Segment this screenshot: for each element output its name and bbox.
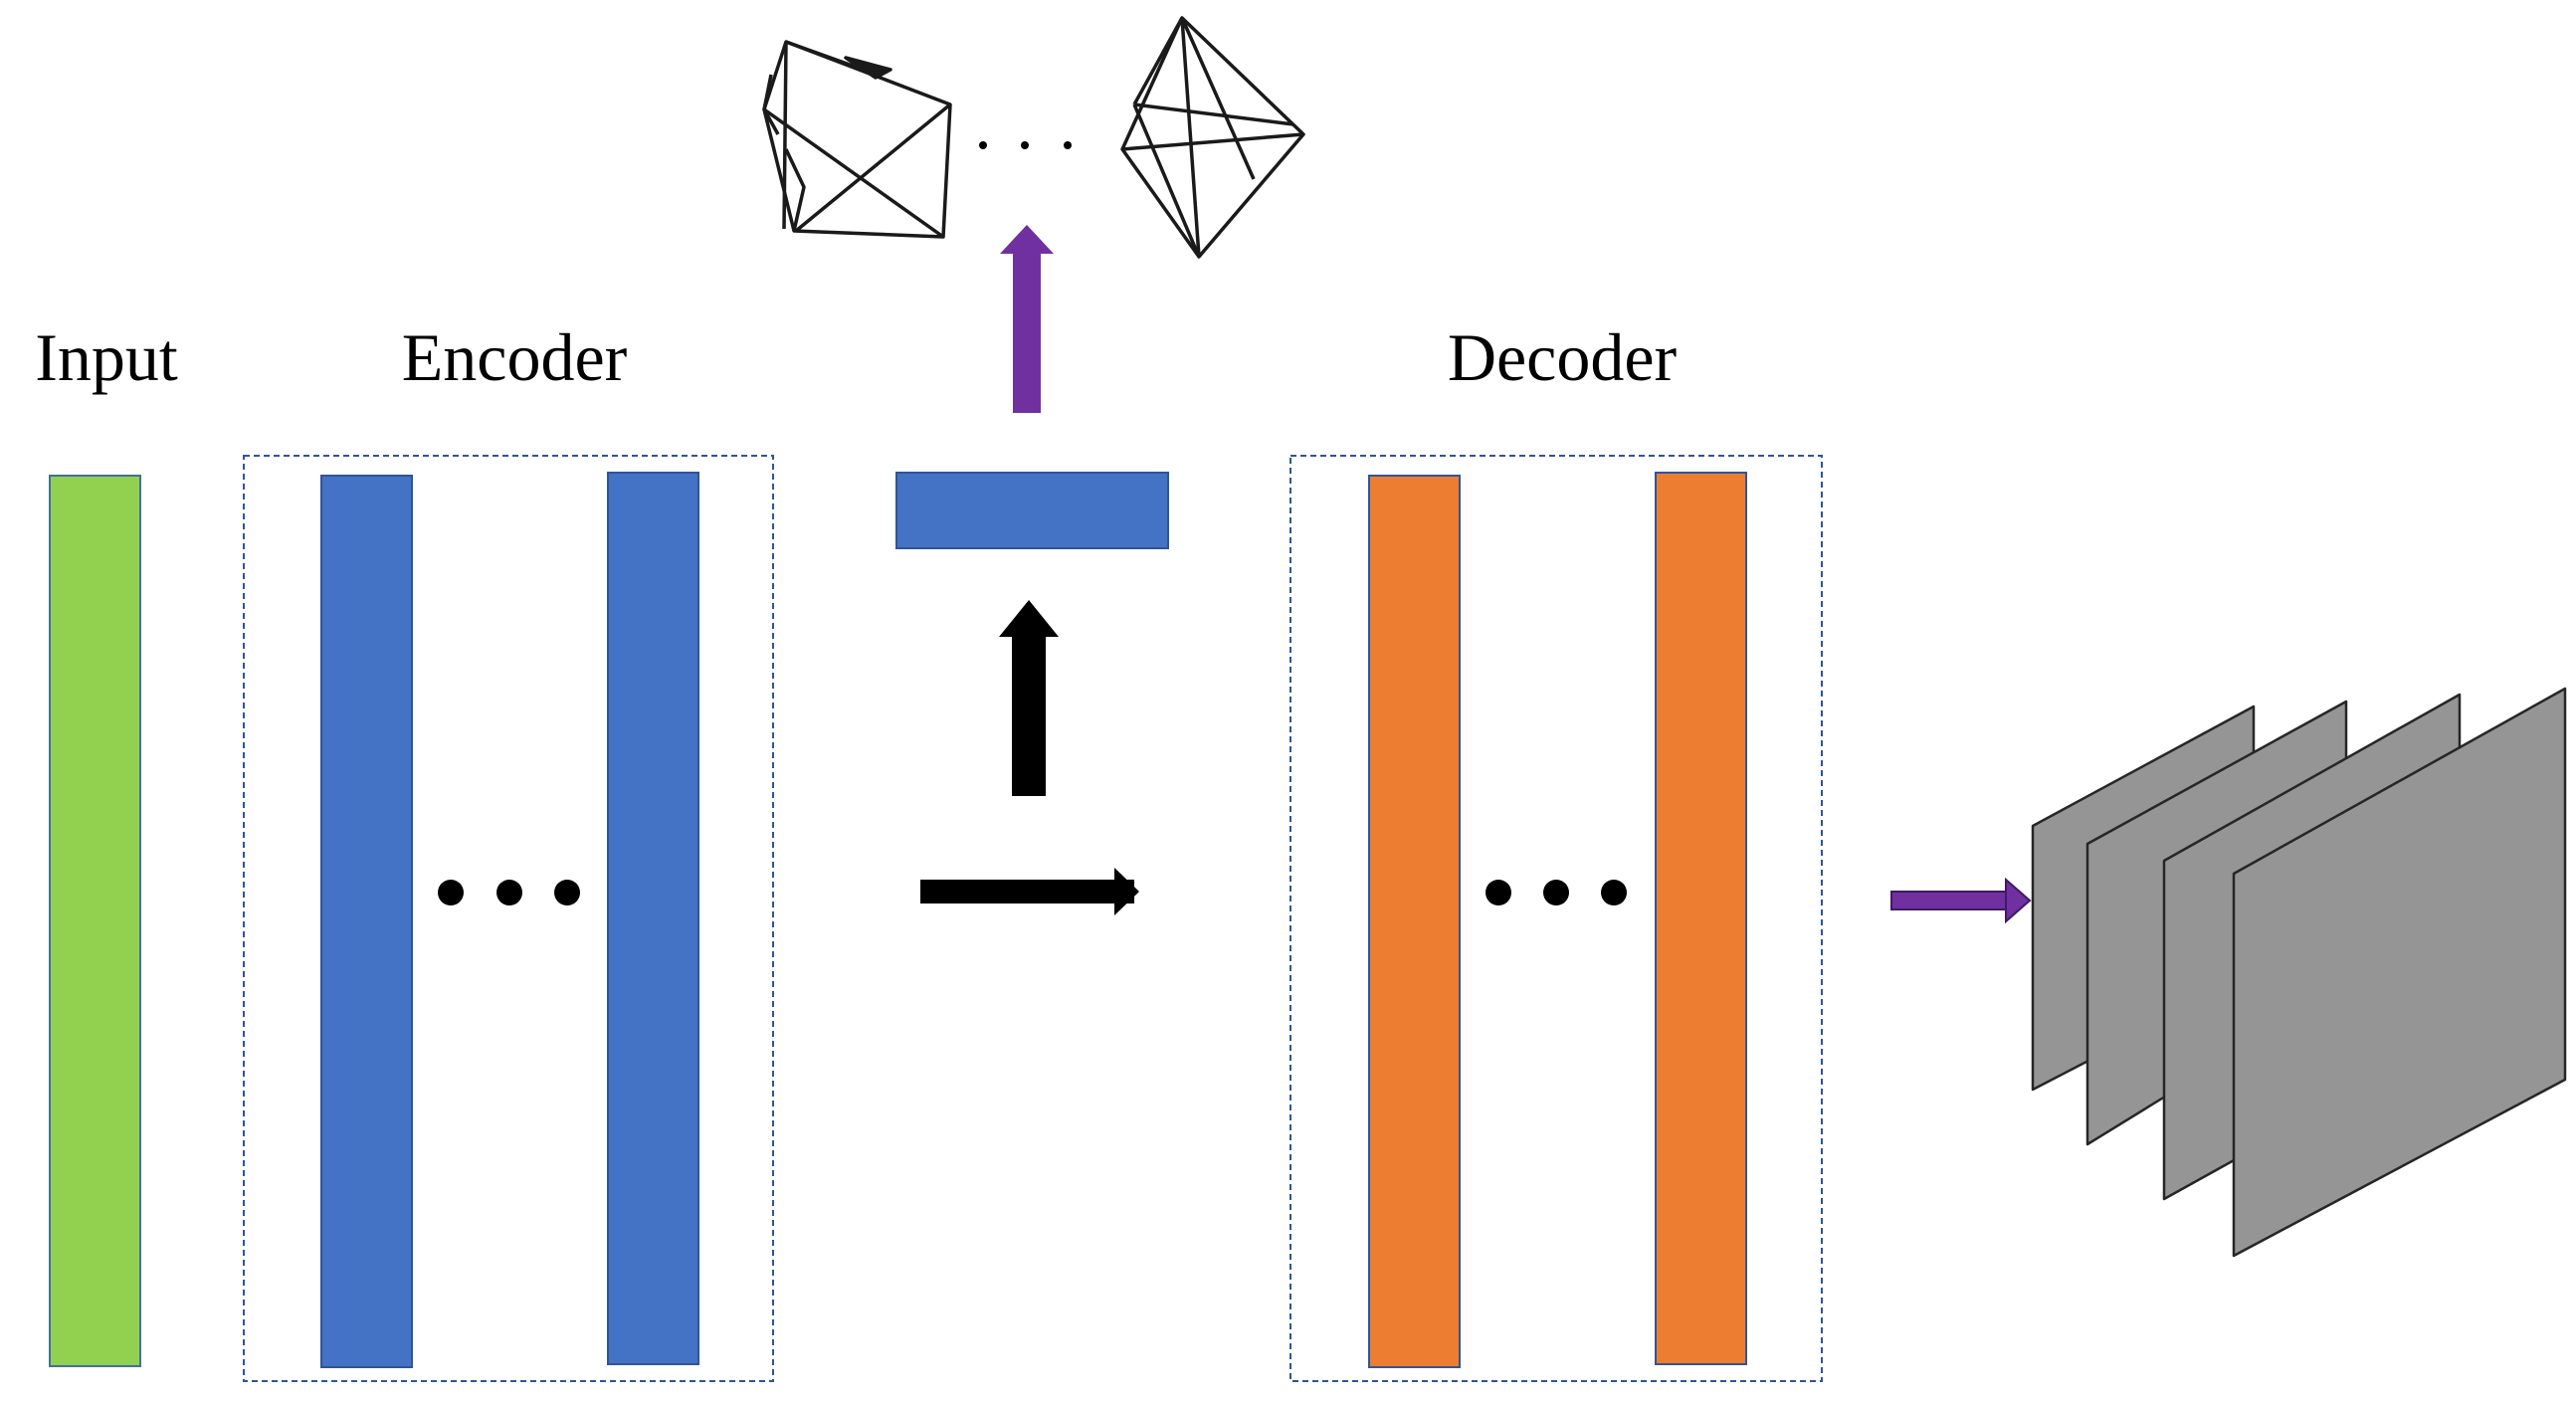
decoder-box	[1289, 455, 1823, 1382]
shapes-ellipsis	[979, 141, 1072, 149]
decoder-label: Decoder	[1448, 319, 1678, 395]
purple-right-arrow-icon	[1890, 877, 2032, 924]
up-arrow-icon	[999, 600, 1059, 796]
latent-vector	[895, 472, 1169, 549]
wireframe-polyhedron-icon	[762, 40, 952, 239]
input-layer	[49, 475, 141, 1367]
encoder-label: Encoder	[402, 319, 628, 395]
decoder-layer-first	[1368, 475, 1461, 1368]
encoder-box	[243, 455, 774, 1382]
encoder-ellipsis	[438, 880, 580, 905]
wireframe-octahedron-icon	[1120, 16, 1305, 259]
encoder-layer-first	[320, 475, 413, 1368]
decoder-ellipsis	[1486, 880, 1627, 905]
output-plane-4	[2232, 687, 2567, 1258]
right-arrow-icon	[920, 868, 1139, 915]
stacked-feature-planes-icon	[2031, 687, 2567, 1258]
input-label: Input	[35, 319, 178, 395]
encoder-layer-last	[607, 472, 699, 1365]
purple-up-arrow-icon	[1000, 225, 1054, 413]
decoder-layer-last	[1655, 472, 1747, 1365]
